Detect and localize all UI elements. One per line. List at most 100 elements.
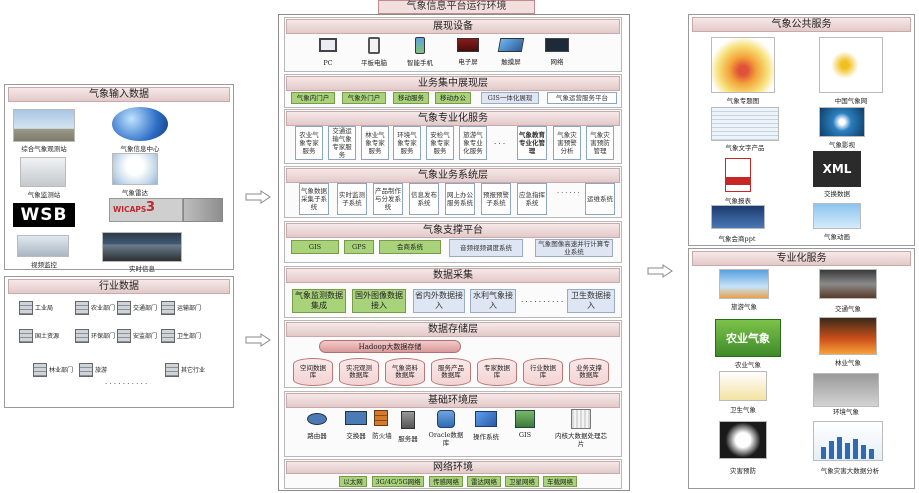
bar-chart-icon	[821, 437, 874, 459]
display-item-5: 触摸屏	[501, 58, 521, 66]
input-item-4: 气象雷达	[122, 189, 148, 197]
display-devices-header: 展现设备	[286, 19, 620, 34]
xml-file-icon: XML	[813, 151, 861, 187]
oracle-db-icon	[437, 410, 455, 428]
base-item-3: 防火墙	[372, 432, 392, 440]
special-service-panel: 专业化服务 旅游气象 交通气象 农业气象 农业气象 林业气象 卫生气象 环境气象…	[688, 248, 915, 489]
business-item-1: 气象内门户	[291, 92, 335, 104]
professional-item: 气象灾害预防管理	[586, 126, 614, 160]
business-system-header: 气象业务系统层	[286, 168, 620, 183]
database-cylinder: 行业数据库	[523, 358, 563, 386]
professional-service-section: 气象专业化服务 农业气象专家服务交通运输气象专家服务林业气象专家服务环境气象专家…	[284, 109, 622, 164]
monitor-station-image	[20, 157, 66, 187]
touchscreen-icon	[497, 38, 525, 52]
public-item-6: 交换数据	[824, 190, 850, 198]
base-item-2: 交换器	[346, 432, 366, 440]
wsb-logo: WSB	[13, 203, 75, 227]
wicaps-logo	[109, 198, 183, 222]
base-env-section: 基础环境层 路由器 交换器 防火墙 服务器 Oracle数据库 操作系统 GIS…	[284, 391, 622, 457]
base-item-6: 操作系统	[473, 433, 499, 441]
industry-item: 旅游	[95, 367, 108, 374]
arrow-right-icon	[245, 190, 271, 204]
traffic-image	[819, 269, 877, 299]
collect-item-4: 水利气象接入	[470, 289, 516, 313]
public-item-3: 气象文字产品	[725, 144, 765, 152]
base-item-1: 路由器	[307, 432, 327, 440]
firewall-icon	[374, 410, 388, 426]
special-item-6: 环境气象	[833, 408, 859, 416]
building-icon	[79, 363, 93, 377]
base-item-8: 内核大数据处理芯片	[555, 432, 607, 448]
industry-item: 卫生部门	[177, 333, 202, 340]
business-layer-section: 业务集中展现层 气象内门户 气象外门户 移动服务 移动办公 GIS一体化展现 气…	[284, 74, 622, 108]
electronic-screen-icon	[457, 38, 479, 52]
support-item-1: GIS	[291, 240, 339, 254]
professional-item: 农业气象专家服务	[295, 126, 323, 160]
professional-item: · · ·	[494, 140, 506, 148]
building-icon	[19, 301, 33, 315]
gis-map-icon	[515, 410, 535, 428]
special-item-4: 林业气象	[835, 359, 861, 367]
database-cylinder: 气象资料数据库	[385, 358, 425, 386]
health-image	[719, 371, 767, 401]
radar-image	[112, 153, 158, 185]
collect-item-1: 气象监测数据集成	[292, 289, 346, 313]
support-platform-section: 气象支撑平台 GIS GPS 会商系统 音频视频调度系统 气象图像高速并行计算专…	[284, 221, 622, 263]
building-icon	[117, 301, 131, 315]
special-service-header: 专业化服务	[692, 251, 911, 266]
special-item-2: 交通气象	[835, 305, 861, 313]
support-item-5: 气象图像高速并行计算专业系统	[535, 239, 613, 257]
business-item-4: 移动办公	[435, 92, 471, 104]
building-icon	[165, 363, 179, 377]
agri-banner: 农业气象	[715, 319, 781, 357]
input-item-1: 综合气象观测站	[21, 145, 67, 153]
system-item: 应急指挥系统	[517, 183, 547, 215]
wicaps-extrusion	[183, 198, 223, 222]
display-item-4: 电子屏	[458, 58, 478, 66]
business-item-6: 气象运营服务平台	[547, 92, 617, 104]
system-item: 气象数据采集子系统	[299, 183, 329, 215]
database-cylinder: 实况观测数据库	[339, 358, 379, 386]
collect-item-2: 国外图像数据接入	[352, 289, 406, 313]
thematic-map-image	[711, 37, 775, 93]
public-item-2: 中国气象网	[834, 97, 868, 105]
arrow-right-icon	[245, 333, 271, 347]
network-item-1: 以太网	[339, 476, 367, 487]
business-system-section: 气象业务系统层 气象数据采集子系统实时监测子系统产品制作与分发系统信息发布系统网…	[284, 166, 622, 218]
network-item-5: 卫星网络	[505, 476, 539, 487]
forest-fire-image	[819, 317, 877, 355]
base-item-5: Oracle数据库	[428, 431, 464, 447]
industry-item: 环保部门	[91, 333, 116, 340]
special-item-5: 卫生气象	[730, 406, 756, 414]
industry-item: 交通部门	[133, 305, 158, 312]
network-env-header: 网络环境	[286, 461, 620, 474]
globe-icon	[112, 107, 168, 141]
network-item-6: 车载网络	[543, 476, 577, 487]
industry-item: 国土资源	[35, 333, 60, 340]
input-data-panel: 气象输入数据 综合气象观测站 气象信息中心 气象监测站 气象雷达 WSB WIC…	[4, 84, 234, 273]
collect-item-5: 卫生数据接入	[567, 289, 615, 313]
industry-item: 工业局	[35, 305, 54, 312]
input-item-2: 气象信息中心	[120, 145, 160, 153]
collect-item-3: 省内外数据接入	[413, 289, 465, 313]
professional-item: 旅游气象专业化服务	[459, 126, 487, 160]
industry-item: 林业部门	[49, 367, 74, 374]
network-item-4: 雷达网络	[467, 476, 501, 487]
tourism-image	[719, 269, 769, 299]
collect-dots: · · · · · · · · · ·	[521, 298, 564, 306]
support-item-2: GPS	[344, 240, 374, 254]
special-item-3: 农业气象	[735, 361, 761, 369]
display-devices-section: 展现设备 PC 平板电脑 智能手机 电子屏 触摸屏 网络	[284, 17, 622, 72]
server-icon	[401, 411, 415, 429]
os-icon	[475, 411, 497, 427]
system-item: 实时监测子系统	[337, 183, 367, 215]
business-item-3: 移动服务	[393, 92, 429, 104]
professional-item: 气象灾害预警分析	[553, 126, 581, 160]
building-icon	[19, 329, 33, 343]
arrow-right-icon	[647, 264, 673, 278]
system-item: 运维系统	[585, 183, 615, 215]
professional-item: 交通运输气象专家服务	[328, 126, 356, 160]
display-item-1: PC	[323, 59, 333, 67]
building-icon	[75, 329, 89, 343]
professional-item: 气象教育专业化管理	[517, 126, 547, 160]
